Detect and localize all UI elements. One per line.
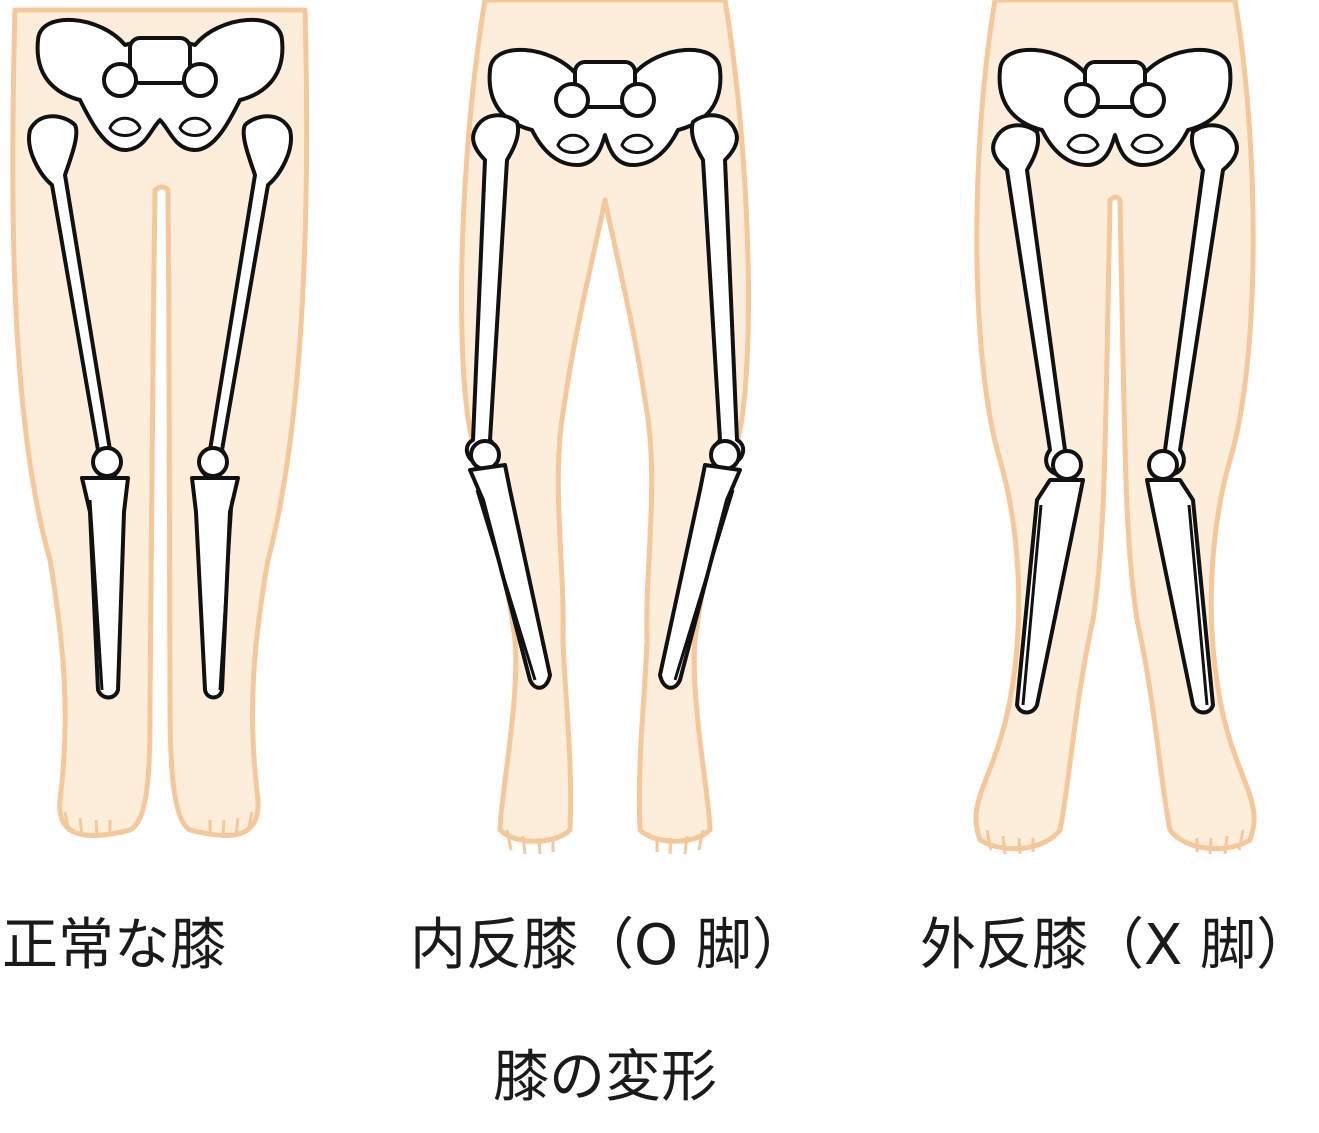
normal-knee-illustration <box>10 7 310 838</box>
knock-knee-illustration <box>973 0 1257 855</box>
bow-leg-label: 内反膝（O 脚） <box>410 913 808 978</box>
bow-leg-illustration <box>459 0 751 855</box>
right-leg-bones <box>658 113 746 690</box>
normal-knee-label: 正常な膝 <box>2 913 226 978</box>
left-leg-bones <box>464 113 552 690</box>
bow-leg-figure <box>455 0 755 870</box>
left-leg-bones <box>991 123 1085 715</box>
pelvis <box>997 48 1233 167</box>
right-leg-bones <box>1145 123 1239 715</box>
knock-knee-label: 外反膝（X 脚） <box>920 913 1313 978</box>
pelvis <box>487 48 723 167</box>
main-title: 膝の変形 <box>493 1045 717 1110</box>
pelvis <box>35 18 285 152</box>
normal-knee-figure <box>10 0 310 870</box>
skin-silhouette <box>10 7 310 838</box>
right-leg-bones <box>190 114 293 700</box>
knock-knee-figure <box>965 0 1265 870</box>
left-leg-bones <box>27 114 130 700</box>
